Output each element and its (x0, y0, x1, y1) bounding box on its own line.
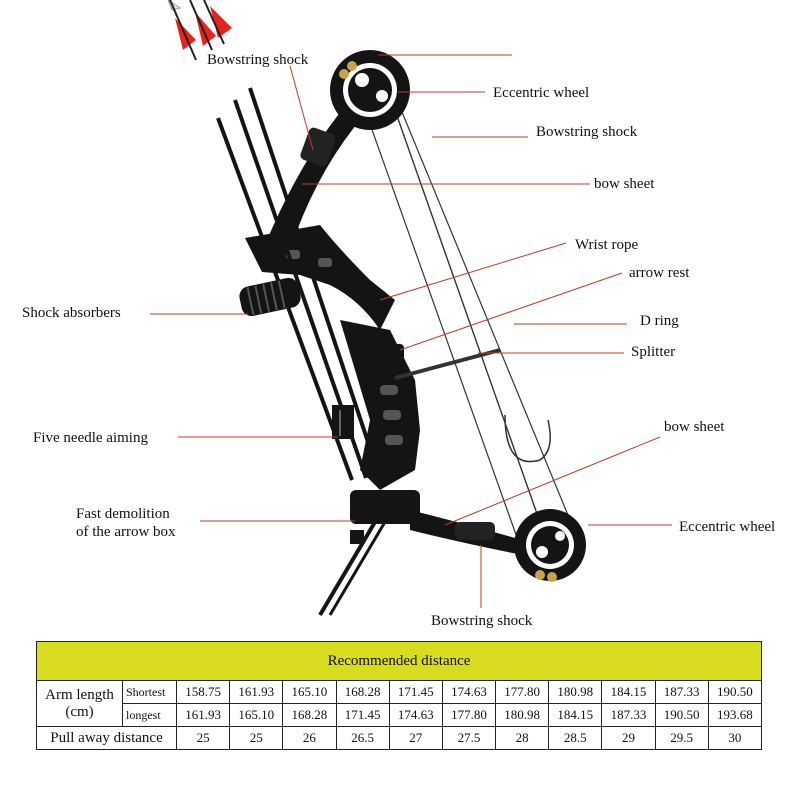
label-eccentric-wheel-bottom: Eccentric wheel (679, 519, 776, 535)
longest-cell: 177.80 (441, 703, 497, 727)
label-bowstring-shock-bottom: Bowstring shock (431, 613, 533, 629)
pull-cell: 25 (175, 726, 231, 750)
leader-lines (150, 54, 672, 608)
arm-length-label: Arm length (45, 686, 114, 703)
compound-bow-illustration (150, 0, 672, 617)
pull-cell: 29 (601, 726, 656, 750)
table-row-longest: longest 161.93 165.10 168.28 171.45 174.… (37, 703, 763, 727)
label-eccentric-wheel-top: Eccentric wheel (493, 85, 590, 101)
label-bow-sheet-bottom: bow sheet (664, 419, 725, 435)
label-shock-absorbers: Shock absorbers (22, 305, 121, 321)
bowstrings (364, 61, 571, 561)
lower-eccentric-wheel (514, 509, 586, 582)
five-needle-sight (332, 405, 354, 439)
pull-cell: 30 (707, 726, 763, 750)
label-fast-demolition-line2: of the arrow box (76, 524, 176, 540)
shortest-cell: 165.10 (282, 680, 337, 704)
pull-cell: 26.5 (335, 726, 390, 750)
longest-cell: 187.33 (601, 703, 656, 727)
pull-cell: 28 (495, 726, 550, 750)
label-d-ring: D ring (640, 313, 679, 329)
shortest-cell: 161.93 (229, 680, 284, 704)
shortest-cell: 158.75 (175, 680, 231, 704)
longest-cell: 168.28 (282, 703, 337, 727)
label-wrist-rope: Wrist rope (575, 237, 639, 253)
arrow-rest (382, 344, 404, 366)
bow-diagram: Bowstring shock Eccentric wheel Bowstrin… (22, 0, 776, 629)
shortest-cell: 168.28 (335, 680, 390, 704)
label-five-needle-aiming: Five needle aiming (33, 430, 148, 446)
pull-cell: 26 (282, 726, 337, 750)
arm-length-header: Arm length (cm) (36, 680, 123, 727)
shortest-cell: 184.15 (601, 680, 656, 704)
longest-label: longest (122, 703, 177, 727)
longest-cell: 174.63 (388, 703, 443, 727)
bottom-string-suppressor (455, 522, 495, 540)
longest-cell: 161.93 (175, 703, 231, 727)
table-title: Recommended distance (36, 641, 762, 681)
pull-away-label: Pull away distance (36, 726, 177, 750)
shortest-cell: 190.50 (707, 680, 763, 704)
riser-cutouts (286, 250, 403, 445)
label-bow-sheet-top: bow sheet (594, 176, 655, 192)
arrow-fletchings (167, 0, 232, 61)
arm-length-unit: (cm) (65, 703, 94, 720)
riser (245, 225, 395, 330)
upper-eccentric-wheel (330, 50, 410, 130)
longest-cell: 190.50 (654, 703, 709, 727)
longest-cell: 180.98 (495, 703, 550, 727)
shock-absorber-stabilizer (239, 277, 301, 317)
label-bowstring-shock-right: Bowstring shock (536, 124, 638, 140)
recommended-distance-table: Recommended distance Arm length (cm) Sho… (36, 641, 763, 750)
label-fast-demolition-line1: Fast demolition (76, 506, 170, 522)
longest-cell: 165.10 (229, 703, 284, 727)
splitter-rod (394, 348, 501, 380)
label-arrow-rest: arrow rest (629, 265, 690, 281)
longest-cell: 171.45 (335, 703, 390, 727)
table-row-shortest: Arm length (cm) Shortest 158.75 161.93 1… (36, 680, 763, 727)
shortest-cell: 177.80 (495, 680, 550, 704)
label-splitter: Splitter (631, 344, 676, 360)
shortest-cell: 174.63 (441, 680, 497, 704)
arrow-box (318, 490, 420, 617)
pull-cell: 27.5 (441, 726, 497, 750)
label-bowstring-shock-top: Bowstring shock (207, 52, 309, 68)
longest-cell: 193.68 (707, 703, 763, 727)
table-row-pull: Pull away distance 25 25 26 26.5 27 27.5… (36, 726, 763, 750)
pull-cell: 25 (229, 726, 284, 750)
pull-cell: 28.5 (548, 726, 603, 750)
shortest-cell: 187.33 (654, 680, 709, 704)
pull-cell: 29.5 (654, 726, 709, 750)
shortest-label: Shortest (122, 680, 177, 704)
shortest-cell: 180.98 (548, 680, 603, 704)
shortest-cell: 171.45 (388, 680, 443, 704)
longest-cell: 184.15 (548, 703, 603, 727)
pull-cell: 27 (388, 726, 443, 750)
